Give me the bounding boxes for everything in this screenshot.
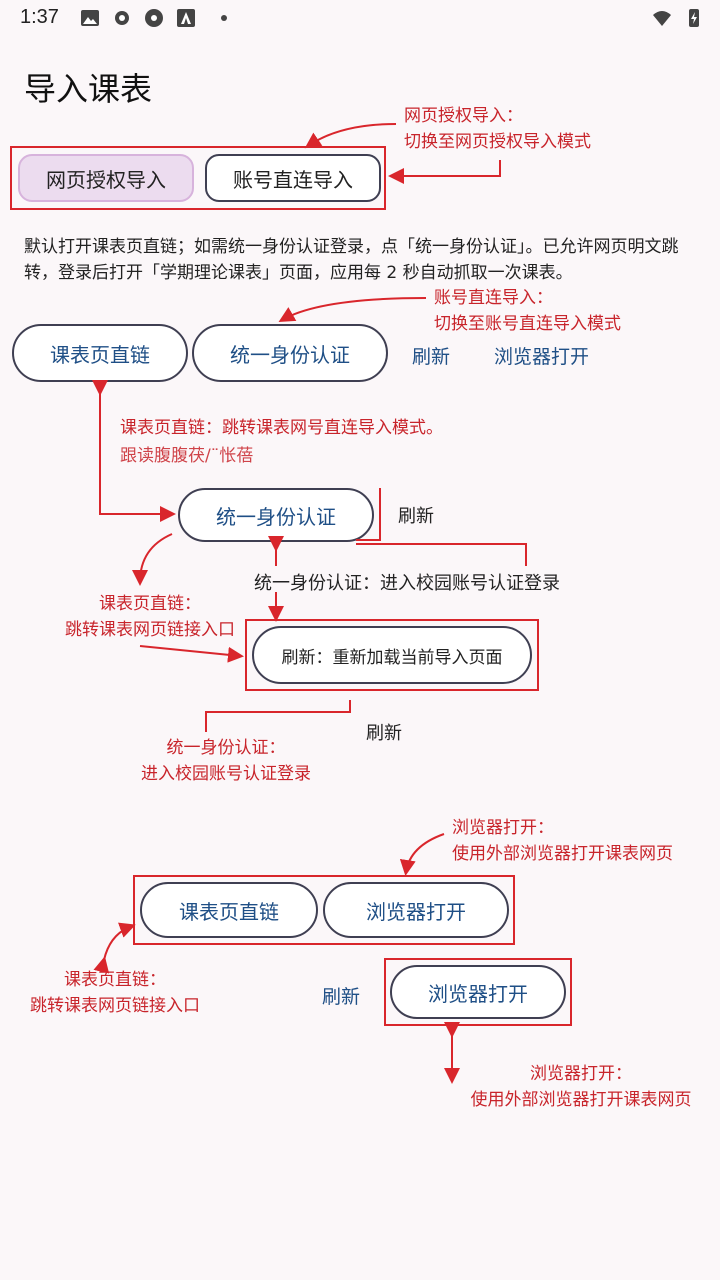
annotation-browser-title-1: 浏览器打开：: [452, 818, 554, 838]
import-description: 默认打开课表页直链；如需统一身份认证登录，点「统一身份认证」。已允许网页明文跳转…: [24, 237, 679, 283]
annotation-course-link-jump: 课表页直链：跳转课表网号直连导入模式。: [120, 416, 443, 440]
bottom-row-highlight: [133, 875, 515, 945]
gallery-icon: [81, 10, 99, 26]
wifi-icon: [653, 11, 671, 26]
annotation-account-desc: 切换至账号直连导入模式: [434, 314, 621, 334]
browser-open-highlight: [384, 958, 572, 1026]
course-link-button[interactable]: 课表页直链: [12, 324, 188, 382]
status-time: 1:37: [20, 6, 59, 28]
tab-account-import[interactable]: 账号直连导入: [205, 154, 381, 202]
gear-icon: [115, 11, 129, 25]
bracket-refresh-lower: [205, 700, 351, 732]
dot-icon: [221, 15, 227, 21]
bracket-auth-login: [356, 543, 527, 566]
browser-open-link[interactable]: 浏览器打开: [494, 346, 590, 368]
annotation-course-link-jump-text: 课表页直链：跳转课表网号直连导入模式。: [120, 418, 443, 438]
bracket-refresh: [356, 488, 381, 541]
course-link-button-bottom[interactable]: 课表页直链: [140, 882, 318, 938]
annotation-auth-login: 统一身份认证：进入校园账号认证登录: [254, 573, 560, 594]
refresh-reload-pill[interactable]: 刷新：重新加载当前导入页面: [252, 626, 532, 684]
font-icon: [177, 9, 195, 27]
arrow-course-link-to-refresh: [139, 645, 244, 663]
annotation-web-auth-desc: 切换至网页授权导入模式: [404, 132, 591, 152]
browser-open-button-bottom[interactable]: 浏览器打开: [323, 882, 509, 938]
annotation-browser-desc-1: 使用外部浏览器打开课表网页: [452, 844, 673, 864]
arrow-course-link-to-auth: [92, 380, 176, 522]
status-bar: 1:37: [0, 0, 720, 36]
annotation-browser-title-2: 浏览器打开：: [530, 1064, 632, 1084]
refresh-pill-highlight: [245, 619, 539, 691]
arrow-course-link-bottom: [93, 922, 136, 974]
arrow-web-auth: [304, 123, 397, 149]
refresh-link-bottom[interactable]: 刷新: [322, 986, 361, 1008]
tab-web-auth-import[interactable]: 网页授权导入: [18, 154, 194, 202]
mode-tabs-highlight: [10, 146, 386, 210]
arrow-auth-to-course-link: [132, 533, 173, 586]
annotation-browser-desc-2: 使用外部浏览器打开课表网页: [470, 1090, 692, 1110]
battery-icon: [689, 9, 699, 27]
refresh-label-detail: 刷新: [398, 506, 434, 527]
annotation-course-link-title-1: 课表页直链：: [99, 594, 201, 614]
refresh-link[interactable]: 刷新: [412, 346, 451, 368]
annotation-web-auth-title: 网页授权导入：: [404, 106, 523, 126]
arrow-browser-top: [399, 833, 445, 876]
unified-auth-button[interactable]: 统一身份认证: [192, 324, 388, 382]
annotation-course-link-desc-2: 跳转课表网页链接入口: [30, 996, 200, 1016]
aperture-icon: [145, 9, 163, 27]
annotation-account-title: 账号直连导入：: [434, 288, 553, 308]
arrow-account-annotation: [278, 297, 427, 323]
annotation-course-link-title-2: 课表页直链：: [64, 970, 166, 990]
annotation-course-link-desc-1: 跳转课表网页链接入口: [65, 620, 235, 640]
browser-open-pill[interactable]: 浏览器打开: [390, 965, 566, 1019]
refresh-label-lower: 刷新: [366, 723, 402, 744]
arrow-account-tab: [388, 160, 501, 184]
annotation-auth-title: 统一身份认证：: [166, 738, 286, 758]
annotation-auth-desc: 进入校园账号认证登录: [141, 764, 311, 784]
page-title: 导入课表: [24, 70, 153, 108]
